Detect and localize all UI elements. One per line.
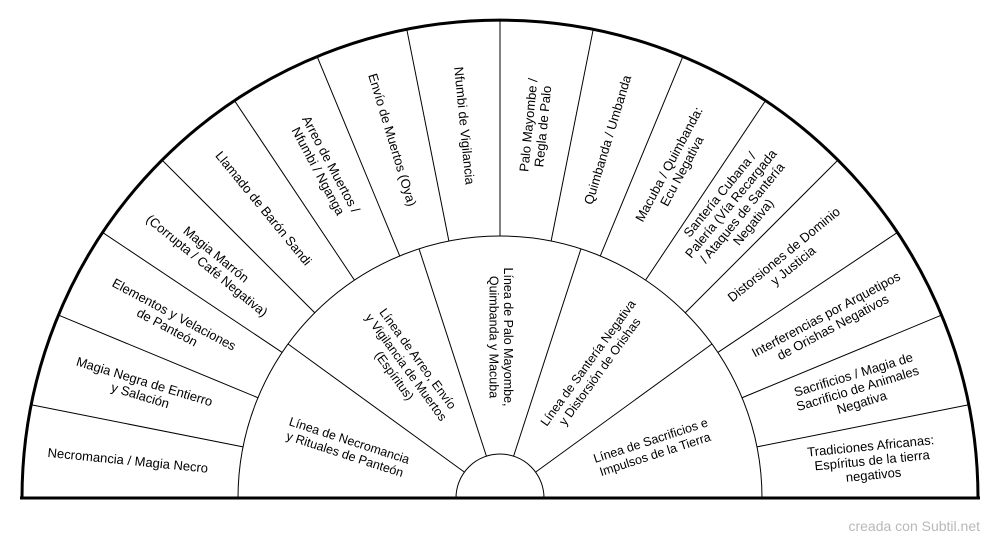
outer-divider xyxy=(599,56,684,257)
inner-sector-label-line: Quimbanda y Macuba xyxy=(486,276,500,398)
outer-divider xyxy=(684,159,839,314)
outer-divider xyxy=(102,232,283,353)
outer-divider xyxy=(741,314,942,399)
outer-sector-label: Palo Mayombe /Regla de Palo xyxy=(516,77,554,172)
inner-divider xyxy=(513,248,582,457)
outer-divider xyxy=(756,404,969,448)
outer-divider xyxy=(406,29,450,242)
inner-divider xyxy=(535,343,713,473)
inner-sector-label-line: Línea de Palo Mayombe, xyxy=(501,268,515,407)
outer-sector-label-line: Necromancia / Magia Necro xyxy=(47,445,209,476)
outer-divider xyxy=(58,314,259,399)
outer-sector-label-line: Nfumbi de Vigilancia xyxy=(451,66,478,186)
sector-lines xyxy=(20,18,980,500)
outer-divider xyxy=(717,232,898,353)
outer-sector-label: Envío de Muertos (Oya) xyxy=(365,72,419,208)
outer-divider xyxy=(161,159,316,314)
outer-divider xyxy=(550,29,594,242)
outer-sector-label: Arreo de Muertos /Nfumbi / Nganga xyxy=(289,113,364,218)
outer-sector-label: Quimbanda / Umbanda xyxy=(581,73,635,207)
outer-divider xyxy=(645,100,766,281)
credit-text: creada con Subtil.net xyxy=(848,518,980,534)
outer-sector-label: Tradiciones Africanas:Espíritus de la ti… xyxy=(807,432,935,485)
inner-arc xyxy=(455,453,545,499)
outer-sector-label: Necromancia / Magia Necro xyxy=(47,445,209,476)
outer-divider xyxy=(316,56,401,257)
outer-divider xyxy=(31,404,244,448)
inner-sector-label-line: y Vigilancia de Muertos xyxy=(362,311,449,424)
outer-divider xyxy=(234,100,355,281)
outer-sector-label-line: Quimbanda / Umbanda xyxy=(581,73,635,207)
inner-sector-label-line: Línea de Santería Negativa xyxy=(538,297,639,428)
outer-sector-label: Nfumbi de Vigilancia xyxy=(451,66,478,186)
outer-sector-label-line: Llamado de Barón Sandi xyxy=(212,148,314,268)
outer-sector-label-line: Envío de Muertos (Oya) xyxy=(365,72,419,208)
outer-sector-label: Llamado de Barón Sandi xyxy=(212,148,314,268)
inner-sector-label: Línea de Palo Mayombe,Quimbanda y Macuba xyxy=(486,268,515,407)
inner-sector-label-line: y Distorsión de Orishas xyxy=(556,315,643,428)
outer-sector-label-line: Elementos y Velaciones xyxy=(110,275,239,354)
outer-sector-label-line: negativos xyxy=(845,464,902,484)
inner-divider xyxy=(287,343,465,473)
inner-divider xyxy=(418,248,487,457)
